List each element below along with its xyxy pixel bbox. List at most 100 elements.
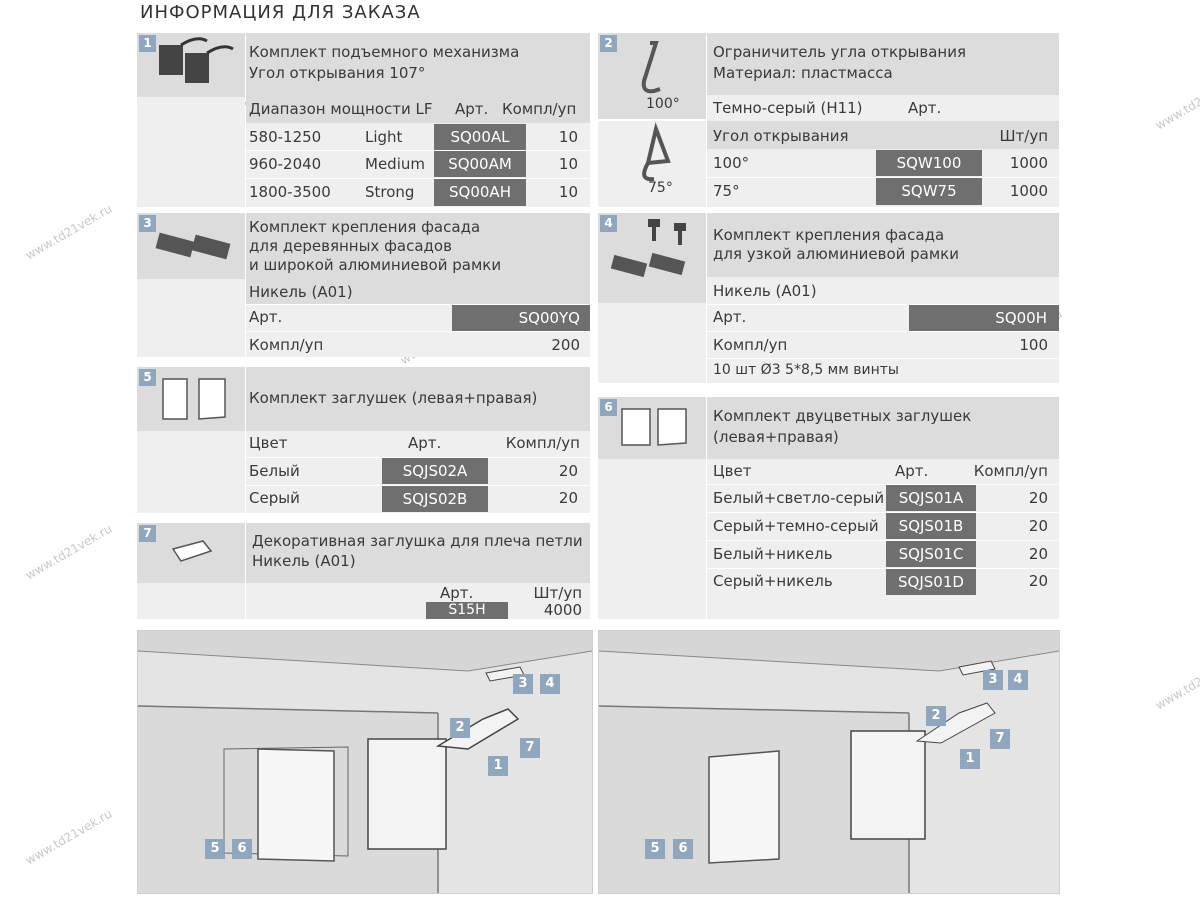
section-title: Декоративная заглушка для плеча петли xyxy=(252,532,583,550)
article-label: Арт. xyxy=(908,99,942,117)
front-mount-icon xyxy=(155,232,231,260)
table-cell-qty: 20 xyxy=(1028,489,1048,507)
qty-label: Компл/уп xyxy=(249,336,324,354)
section-number-badge: 6 xyxy=(600,399,617,416)
article-code: SQJS01D xyxy=(886,569,976,595)
section-subtitle: Материал: пластмасса xyxy=(713,64,893,82)
section-subtitle: для узкой алюминиевой рамки xyxy=(713,245,959,263)
section-number-badge: 2 xyxy=(600,35,617,52)
callout-badge: 4 xyxy=(540,674,560,694)
watermark-text: www.td21vek.ru xyxy=(1153,71,1200,133)
qty-value: 4000 xyxy=(543,601,582,619)
section-title: Комплект подъемного механизма xyxy=(249,43,520,61)
watermark-text: www.td21vek.ru xyxy=(23,201,115,263)
two-color-caps-icon xyxy=(621,408,687,446)
section-image-filler xyxy=(137,97,245,207)
qty-value: 100 xyxy=(1019,336,1048,354)
article-code: SQJS02A xyxy=(382,458,488,484)
section-number-badge: 4 xyxy=(600,215,617,232)
column-header-article: Арт. xyxy=(895,462,929,480)
callout-badge: 1 xyxy=(488,756,508,776)
section-image-filler xyxy=(598,303,706,383)
column-header-qty: Шт/уп xyxy=(533,584,582,602)
column-header-article: Арт. xyxy=(408,434,442,452)
section-number-badge: 1 xyxy=(139,35,156,52)
callout-badge: 6 xyxy=(673,839,693,859)
table-cell-angle: 100° xyxy=(713,154,750,172)
callout-badge: 3 xyxy=(513,674,533,694)
table-header-row xyxy=(707,121,1059,149)
article-code: SQW100 xyxy=(876,150,982,176)
section-subtitle: и широкой алюминиевой рамки xyxy=(249,256,502,274)
divider xyxy=(246,485,590,486)
table-cell-qty: 20 xyxy=(558,462,578,480)
divider xyxy=(707,331,1059,332)
table-cell-qty: 20 xyxy=(1028,572,1048,590)
section-image-filler xyxy=(137,431,245,513)
article-code: SQ00H xyxy=(909,305,1059,331)
section-title: Ограничитель угла открывания xyxy=(713,43,966,61)
callout-badge: 5 xyxy=(645,839,665,859)
table-cell-qty: 10 xyxy=(558,128,578,146)
callout-badge: 6 xyxy=(232,839,252,859)
table-cell-qty: 20 xyxy=(1028,545,1048,563)
callout-badge: 2 xyxy=(926,706,946,726)
callout-badge: 7 xyxy=(520,738,540,758)
section-header xyxy=(707,397,1059,459)
section-title: Комплект крепления фасада xyxy=(713,226,945,244)
article-code: SQ00AM xyxy=(434,151,526,177)
column-header-qty: Компл/уп xyxy=(505,434,580,452)
callout-badge: 5 xyxy=(205,839,225,859)
color-label: Темно-серый (H11) xyxy=(713,99,863,117)
table-cell-color: Белый xyxy=(249,462,300,480)
column-header-qty: Шт/уп xyxy=(999,127,1048,145)
table-cell-range: 960-2040 xyxy=(249,155,322,173)
table-header-row xyxy=(246,97,590,123)
table-cell-range: 1800-3500 xyxy=(249,183,331,201)
angle-limiter-75-icon xyxy=(642,122,671,182)
article-code: SQW75 xyxy=(876,178,982,205)
article-label: Арт. xyxy=(713,308,747,326)
column-header-range: Диапазон мощности LF xyxy=(249,100,433,118)
table-body xyxy=(707,459,1059,619)
section-header xyxy=(246,367,590,431)
finish-label: Никель (A01) xyxy=(713,282,817,300)
screws-note: 10 шт Ø3 5*8,5 мм винты xyxy=(713,362,899,378)
column-header-qty: Компл/уп xyxy=(502,100,577,118)
table-cell-qty: 20 xyxy=(1028,517,1048,535)
page-title: ИНФОРМАЦИЯ ДЛЯ ЗАКАЗА xyxy=(140,2,421,23)
table-cell-color: Серый+темно-серый xyxy=(713,517,879,535)
article-code: SQJS01B xyxy=(886,513,976,539)
column-header-qty: Компл/уп xyxy=(973,462,1048,480)
table-cell-qty: 10 xyxy=(558,183,578,201)
section-image-filler xyxy=(598,459,706,619)
section-number-badge: 5 xyxy=(139,369,156,386)
divider xyxy=(246,457,590,458)
column-header-article: Арт. xyxy=(455,100,489,118)
end-caps-icon xyxy=(162,378,226,420)
callout-badge: 3 xyxy=(983,670,1003,690)
section-header xyxy=(707,213,1059,277)
section-subtitle: (левая+правая) xyxy=(713,428,839,446)
section-header xyxy=(246,523,590,583)
table-body xyxy=(246,583,590,619)
article-code: SQ00AH xyxy=(434,179,526,206)
watermark-text: www.td21vek.ru xyxy=(1153,651,1200,713)
image-label: 100° xyxy=(646,96,680,112)
lift-mechanism-icon xyxy=(159,37,234,83)
divider xyxy=(707,568,1059,569)
article-label: Арт. xyxy=(249,308,283,326)
qty-label: Компл/уп xyxy=(713,336,788,354)
callout-badge: 4 xyxy=(1008,670,1028,690)
divider xyxy=(707,512,1059,513)
article-code: SQJS01C xyxy=(886,541,976,567)
column-header-color: Цвет xyxy=(713,462,752,480)
divider xyxy=(707,484,1059,485)
section-subtitle: Угол открывания 107° xyxy=(249,64,426,82)
section-number-badge: 3 xyxy=(139,215,156,232)
table-cell-qty: 1000 xyxy=(1009,154,1048,172)
color-row xyxy=(707,95,1059,121)
column-header-article: Арт. xyxy=(440,584,474,602)
divider xyxy=(246,331,590,332)
section-header xyxy=(246,213,590,279)
